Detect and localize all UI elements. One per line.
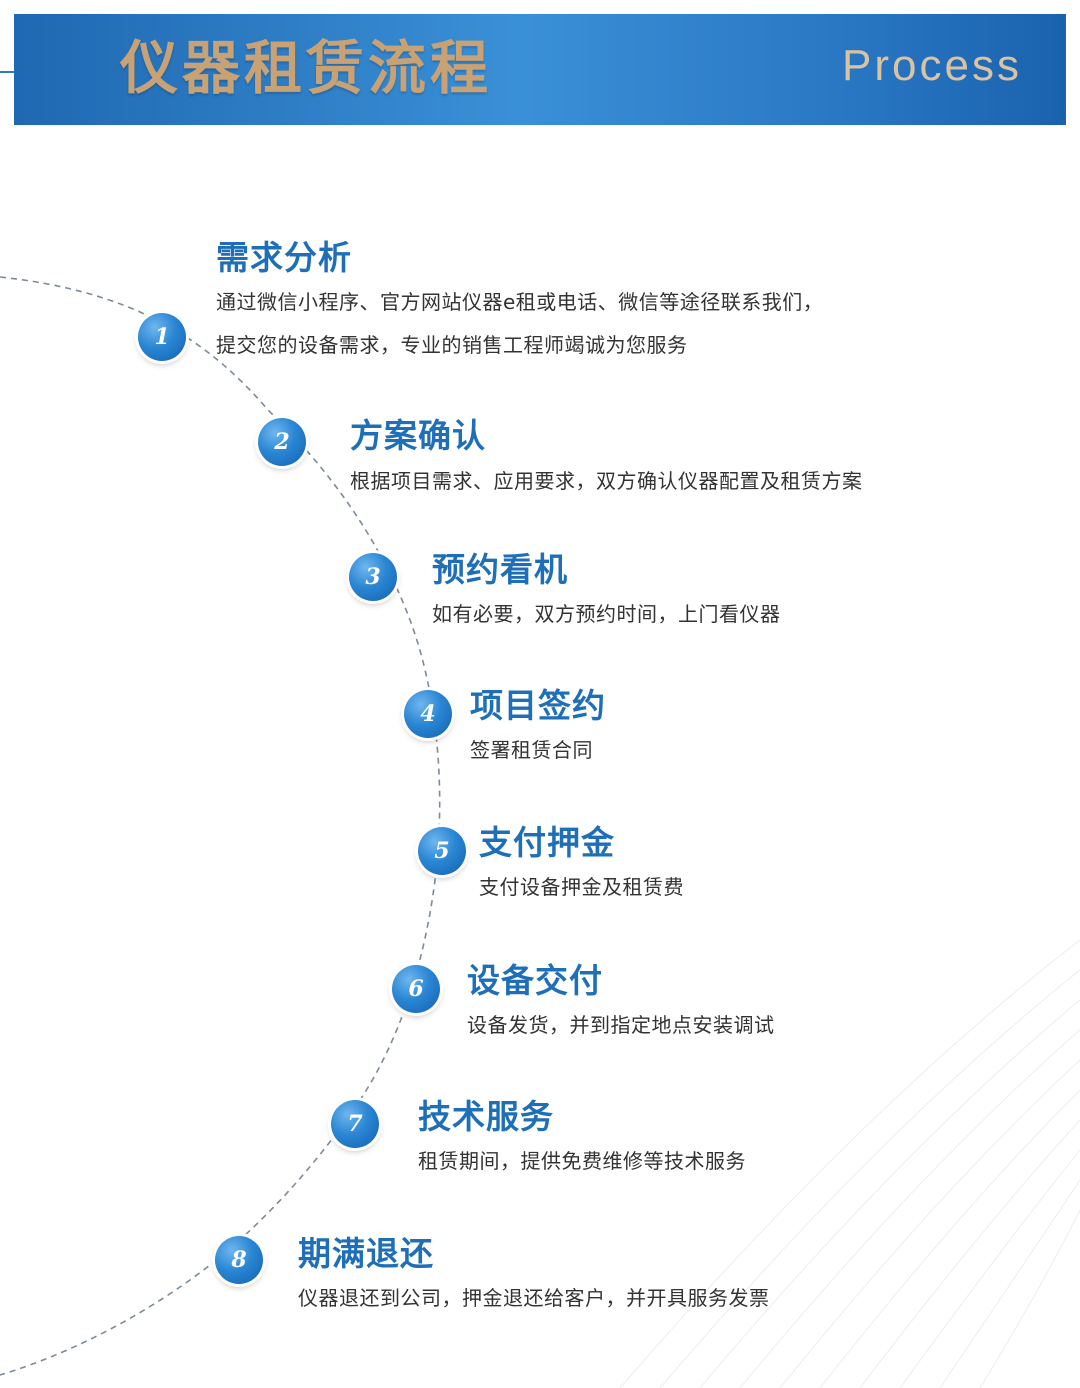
step-7-desc: 租赁期间，提供免费维修等技术服务 [418, 1149, 746, 1173]
step-2-desc: 根据项目需求、应用要求，双方确认仪器配置及租赁方案 [350, 469, 863, 493]
header-accent-rule [0, 71, 14, 73]
step-5-desc: 支付设备押金及租赁费 [479, 875, 684, 899]
step-2-title: 方案确认 [350, 416, 486, 455]
page-subtitle: Process [842, 41, 1022, 90]
header-banner: 仪器租赁流程 Process [14, 14, 1066, 125]
step-1-badge: 1 [138, 313, 186, 361]
step-1-desc-line1: 通过微信小程序、官方网站仪器e租或电话、微信等途径联系我们， [216, 290, 824, 314]
step-7-title: 技术服务 [418, 1097, 554, 1136]
step-6-title: 设备交付 [467, 961, 603, 1000]
step-8-desc: 仪器退还到公司，押金退还给客户，并开具服务发票 [298, 1286, 770, 1310]
step-3-desc: 如有必要，双方预约时间，上门看仪器 [432, 602, 781, 626]
step-3-badge: 3 [349, 553, 397, 601]
step-6-badge: 6 [392, 965, 440, 1013]
step-4-badge: 4 [404, 690, 452, 738]
step-5-title: 支付押金 [479, 823, 615, 862]
step-6-desc: 设备发货，并到指定地点安装调试 [467, 1013, 775, 1037]
step-8-badge: 8 [215, 1236, 263, 1284]
step-4-title: 项目签约 [470, 686, 606, 725]
step-2-badge: 2 [258, 418, 306, 466]
step-4-desc: 签署租赁合同 [470, 738, 593, 762]
step-1-title: 需求分析 [216, 238, 352, 277]
page-title: 仪器租赁流程 [120, 34, 493, 102]
step-1-desc-line2: 提交您的设备需求，专业的销售工程师竭诚为您服务 [216, 333, 688, 357]
step-5-badge: 5 [418, 827, 466, 875]
step-7-badge: 7 [331, 1100, 379, 1148]
step-3-title: 预约看机 [432, 550, 568, 589]
step-8-title: 期满退还 [298, 1234, 434, 1273]
